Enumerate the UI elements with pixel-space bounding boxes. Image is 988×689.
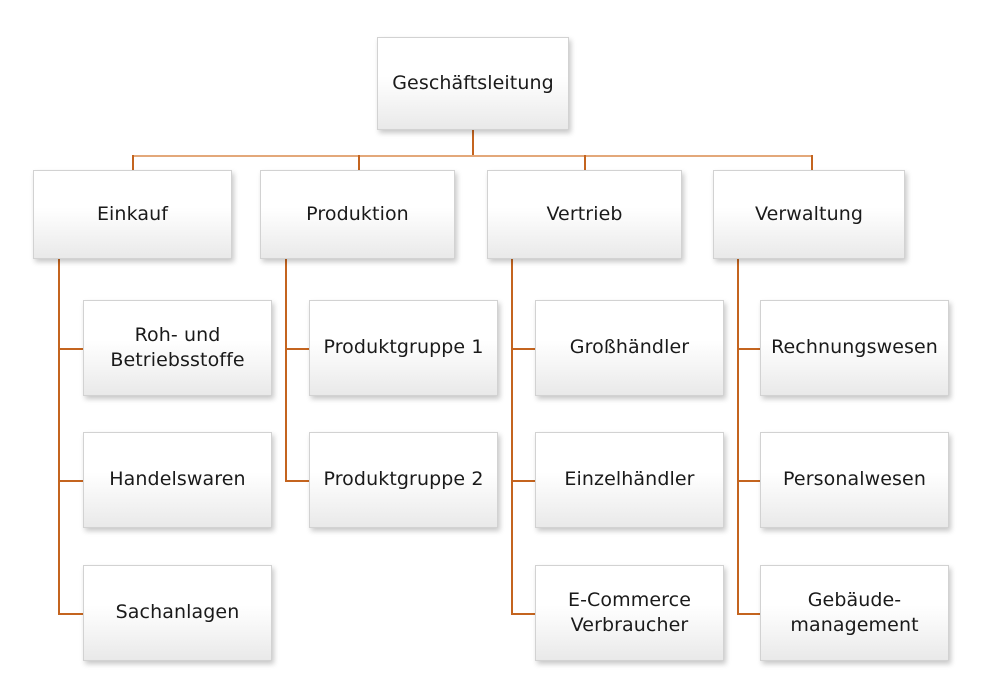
node-label: Sachanlagen	[115, 601, 240, 624]
node-label: Produktgruppe 2	[323, 468, 484, 491]
node-label: Einkauf	[96, 202, 169, 225]
node-label: Einzelhändler	[564, 468, 695, 491]
node-label: Produktion	[306, 202, 409, 225]
node-label: Großhändler	[569, 336, 690, 359]
node-level3-7[interactable]: E-Commerce Verbraucher	[535, 565, 724, 661]
connector-level3-drop-2	[511, 259, 513, 614]
connector-level2-stem-2	[584, 155, 586, 171]
connector-level3-stub-1	[58, 480, 84, 482]
connector-level3-stub-6	[511, 480, 536, 482]
node-level3-3[interactable]: Produktgruppe 1	[309, 300, 498, 396]
connector-level3-stub-9	[737, 480, 761, 482]
node-label: Handelswaren	[109, 468, 246, 491]
node-label: Roh- und Betriebsstoffe	[110, 323, 245, 371]
connector-level2-stem-1	[358, 155, 360, 171]
node-level3-5[interactable]: Großhändler	[535, 300, 724, 396]
connector-horizontal-bus	[132, 155, 813, 157]
node-level2-3[interactable]: Verwaltung	[713, 170, 905, 259]
node-level3-10[interactable]: Gebäude- management	[760, 565, 949, 661]
node-level3-9[interactable]: Personalwesen	[760, 432, 949, 528]
connector-level3-stub-5	[511, 348, 536, 350]
node-root-geschaeftsleitung[interactable]: Geschäftsleitung	[377, 37, 569, 130]
connector-level3-stub-10	[737, 613, 761, 615]
connector-level3-stub-7	[511, 613, 536, 615]
connector-level2-stem-3	[811, 155, 813, 171]
node-level3-8[interactable]: Rechnungswesen	[760, 300, 949, 396]
connector-level3-drop-1	[285, 259, 287, 481]
connector-level3-stub-2	[58, 613, 84, 615]
node-level2-2[interactable]: Vertrieb	[487, 170, 682, 259]
node-label: Personalwesen	[783, 468, 926, 491]
node-level2-0[interactable]: Einkauf	[33, 170, 232, 259]
node-label: Rechnungswesen	[771, 336, 938, 359]
node-level3-0[interactable]: Roh- und Betriebsstoffe	[83, 300, 272, 396]
connector-level3-stub-0	[58, 348, 84, 350]
node-level3-1[interactable]: Handelswaren	[83, 432, 272, 528]
connector-level3-stub-8	[737, 348, 761, 350]
node-label: Vertrieb	[546, 202, 623, 225]
connector-level2-stem-0	[132, 155, 134, 171]
connector-level3-drop-0	[58, 259, 60, 614]
node-label: Geschäftsleitung	[392, 71, 554, 94]
node-level3-6[interactable]: Einzelhändler	[535, 432, 724, 528]
node-label: Verwaltung	[754, 202, 864, 225]
node-label: E-Commerce Verbraucher	[568, 588, 691, 636]
node-level2-1[interactable]: Produktion	[260, 170, 455, 259]
node-level3-2[interactable]: Sachanlagen	[83, 565, 272, 661]
node-label: Gebäude- management	[790, 588, 919, 636]
connector-level3-stub-3	[285, 348, 310, 350]
connector-level3-stub-4	[285, 480, 310, 482]
node-label: Produktgruppe 1	[323, 336, 484, 359]
connector-root-stem	[472, 130, 474, 156]
node-level3-4[interactable]: Produktgruppe 2	[309, 432, 498, 528]
connector-level3-drop-3	[737, 259, 739, 614]
